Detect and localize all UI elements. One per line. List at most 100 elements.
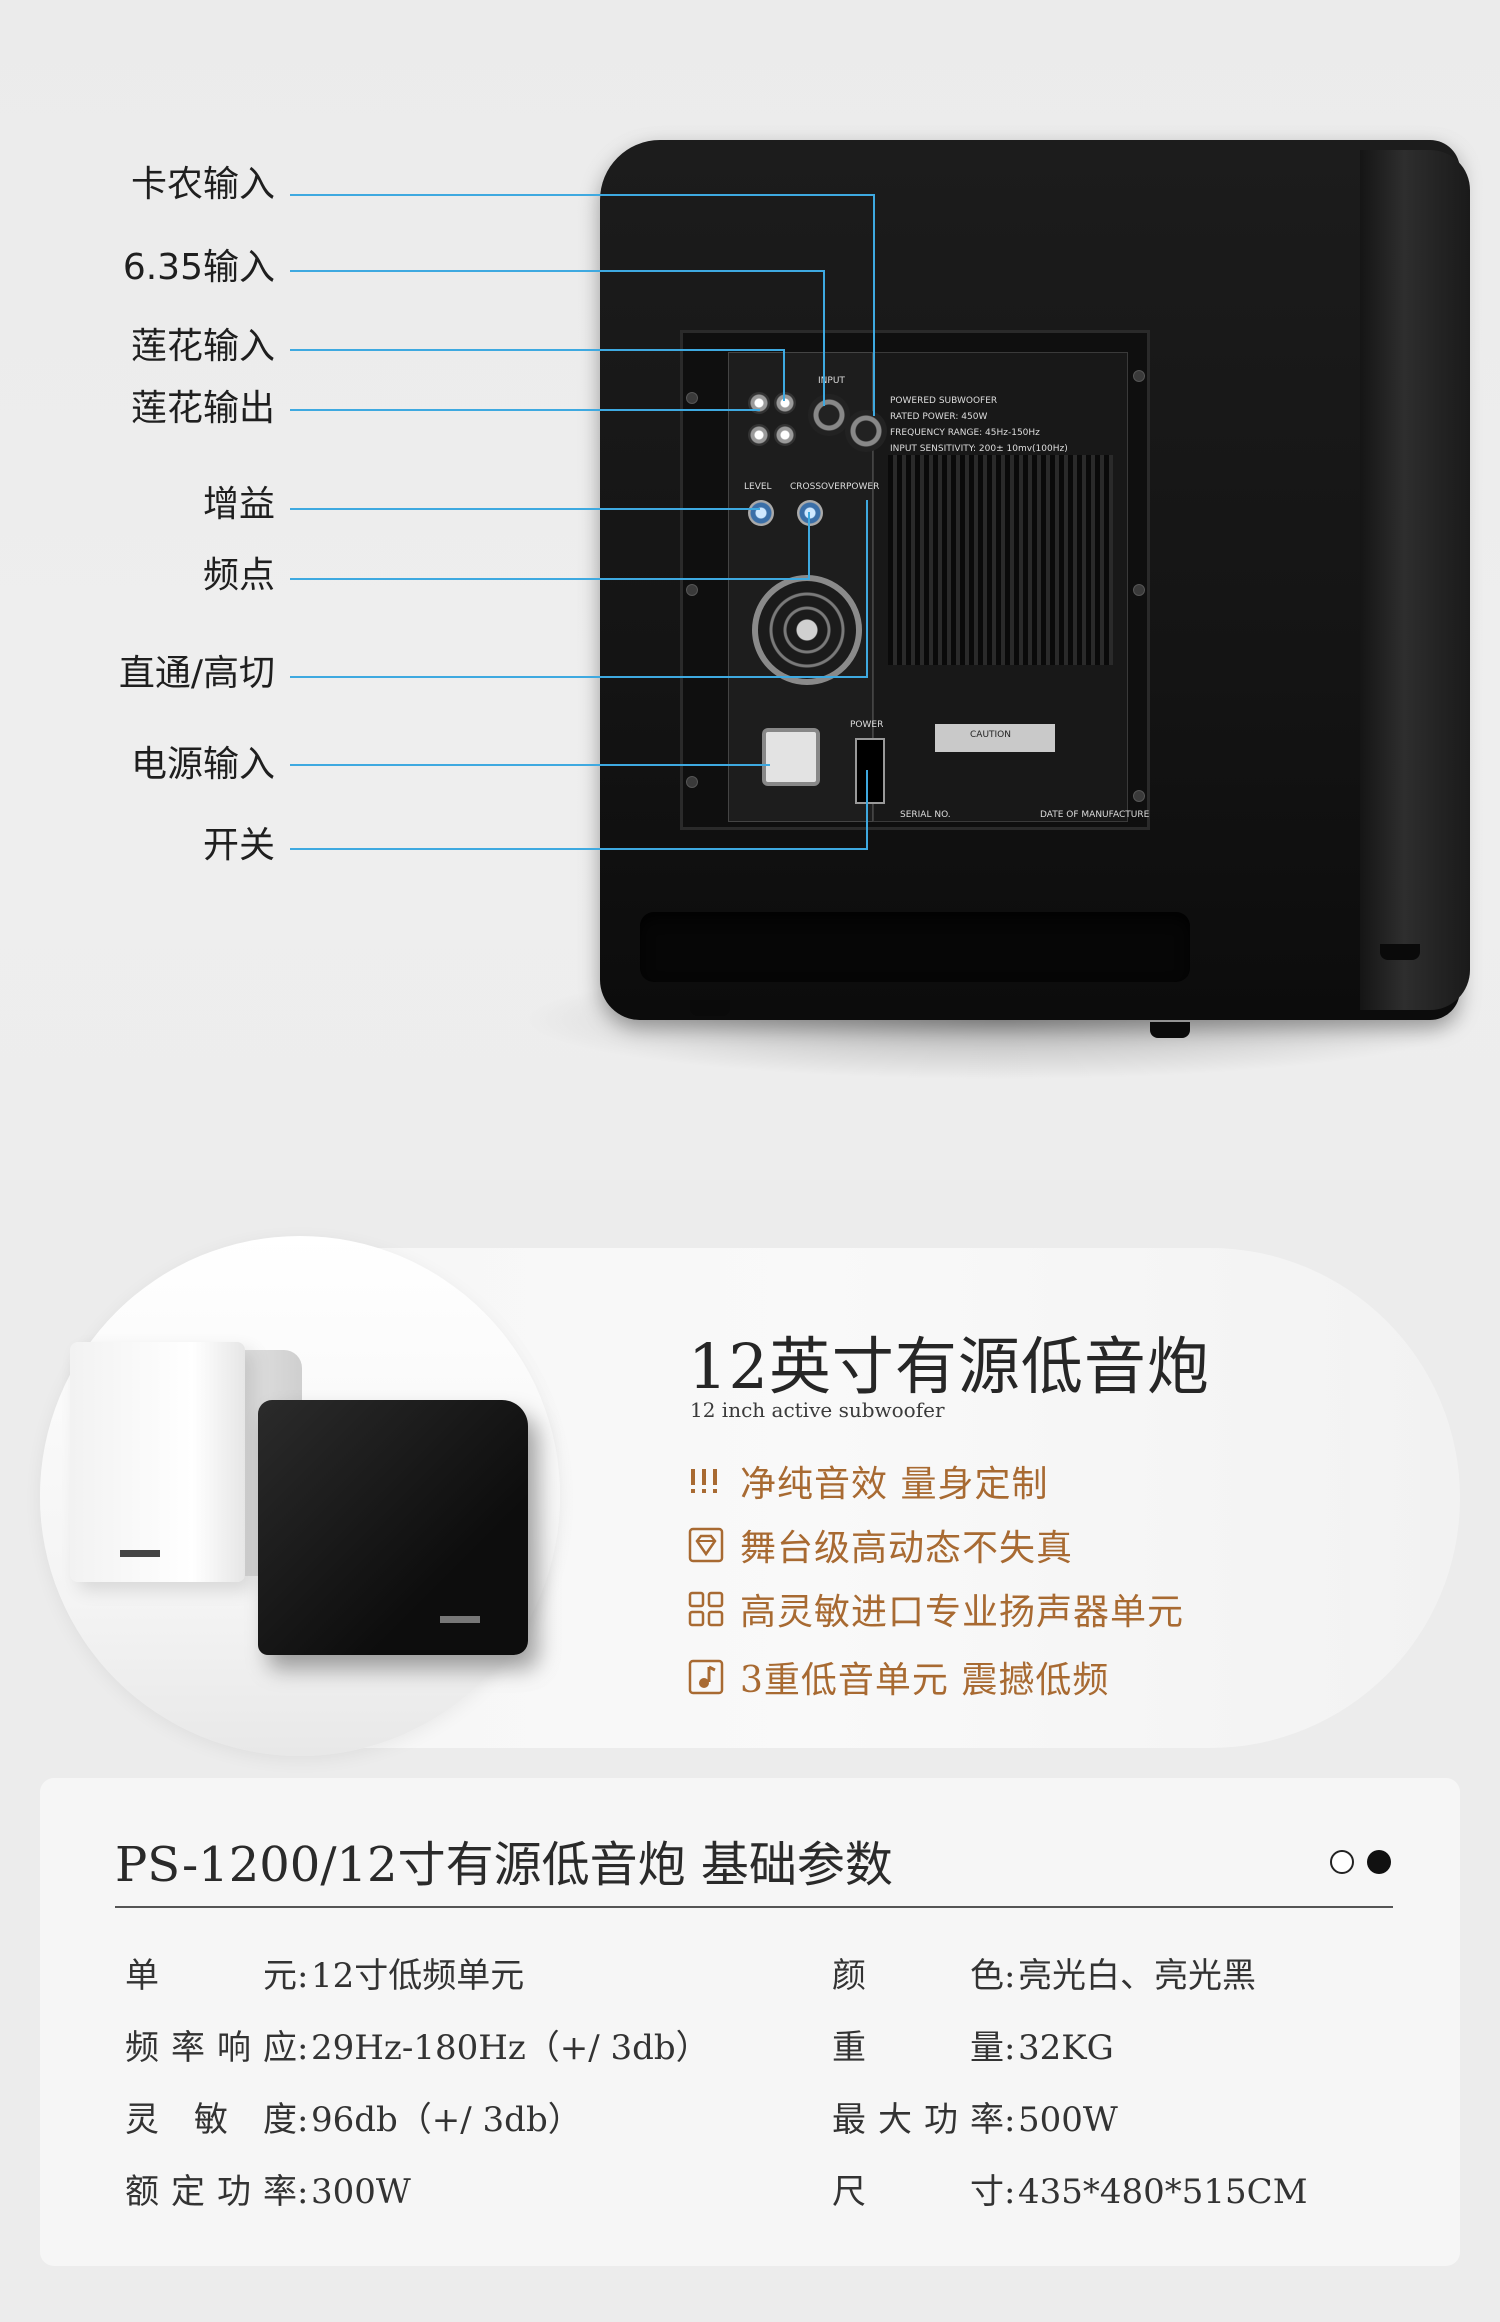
spec-label: 额定功率 xyxy=(125,2172,297,2212)
spec-row-sensitivity: 灵敏度:96db（+/ 3db） xyxy=(125,2092,582,2141)
power-inlet xyxy=(762,728,820,786)
jack-635-input xyxy=(808,394,850,436)
leader-line xyxy=(290,578,810,580)
spec-row-color: 颜色:亮光白、亮光黑 xyxy=(832,1948,1256,1997)
frequency-knob xyxy=(797,500,823,526)
power-mode-label: POWER xyxy=(846,482,880,492)
callout-frequency: 频点 xyxy=(202,555,275,596)
model-label: POWERED SUBWOOFER xyxy=(890,396,998,406)
spec-label: 灵敏度 xyxy=(125,2100,297,2140)
gain-knob xyxy=(748,500,774,526)
screw xyxy=(686,392,698,404)
heatsink-grille xyxy=(888,455,1113,665)
leader-line xyxy=(873,194,875,416)
leader-line xyxy=(290,270,825,272)
input-label: INPUT xyxy=(818,376,845,386)
callout-power-input: 电源输入 xyxy=(130,744,275,785)
screw xyxy=(686,776,698,788)
spec-value: 亮光白、亮光黑 xyxy=(1018,1956,1256,1996)
specs-card xyxy=(40,1778,1460,2266)
spec-row-weight: 重量:32KG xyxy=(832,2020,1114,2069)
input-sensitivity-label: INPUT SENSITIVITY: 200± 10mv(100Hz) xyxy=(890,444,1068,454)
callout-635-input: 6.35输入 xyxy=(122,247,275,288)
screw xyxy=(1133,790,1145,802)
cabinet-side xyxy=(1360,150,1470,1010)
feature-item: 净纯音效 量身定制 xyxy=(688,1458,1049,1505)
spec-row-max-power: 最大功率:500W xyxy=(832,2092,1118,2141)
spec-label: 单元 xyxy=(125,1956,297,1996)
spec-row-rated-power: 额定功率:300W xyxy=(125,2164,411,2213)
crossover-label: CROSSOVER xyxy=(790,482,847,492)
black-subwoofer xyxy=(258,1400,528,1655)
caution-text: CAUTION xyxy=(970,730,1011,740)
screw xyxy=(1133,370,1145,382)
rca-output-jack xyxy=(774,424,796,446)
leader-line xyxy=(866,770,868,848)
leader-line xyxy=(290,848,868,850)
screw xyxy=(686,584,698,596)
grid-icon xyxy=(688,1591,724,1627)
feature-item: 高灵敏进口专业扬声器单元 xyxy=(688,1586,1185,1633)
spec-value: 300W xyxy=(311,2172,411,2212)
product-subtitle: 12 inch active subwoofer xyxy=(690,1398,945,1422)
cabinet-foot xyxy=(1380,944,1420,960)
power-switch xyxy=(855,738,885,804)
product-title: 12英寸有源低音炮 xyxy=(688,1330,1210,1403)
spec-label: 频率响应 xyxy=(125,2028,297,2068)
spec-row-dimensions: 尺寸:435*480*515CM xyxy=(832,2164,1308,2213)
cabinet-foot xyxy=(1150,1022,1190,1038)
leader-line xyxy=(290,409,760,411)
rca-output-jack xyxy=(748,424,770,446)
xlr-input xyxy=(845,410,887,452)
frequency-range-label: FREQUENCY RANGE: 45Hz-150Hz xyxy=(890,428,1040,438)
callout-bypass-lowpass: 直通/高切 xyxy=(118,653,275,694)
leader-line xyxy=(823,270,825,406)
feature-text: 净纯音效 量身定制 xyxy=(740,1464,1049,1505)
leader-line xyxy=(808,512,810,578)
rated-power-label: RATED POWER: 450W xyxy=(890,412,988,422)
callout-rca-input: 莲花输入 xyxy=(130,326,275,367)
callout-gain: 增益 xyxy=(202,484,275,525)
feature-text: 高灵敏进口专业扬声器单元 xyxy=(740,1592,1185,1633)
callout-switch: 开关 xyxy=(202,825,275,866)
spec-row-unit: 单元:12寸低频单元 xyxy=(125,1948,524,1997)
caution-label xyxy=(935,724,1055,752)
diamond-icon xyxy=(688,1527,724,1563)
leader-line xyxy=(290,349,785,351)
carousel-dot-inactive[interactable] xyxy=(1330,1850,1354,1874)
carousel-dot-active[interactable] xyxy=(1367,1850,1391,1874)
leader-line xyxy=(290,676,868,678)
music-note-icon xyxy=(688,1659,724,1695)
date-label: DATE OF MANUFACTURE xyxy=(1040,810,1150,820)
spec-label: 最大功率 xyxy=(832,2100,1004,2140)
spec-value: 500W xyxy=(1018,2100,1118,2140)
bass-port xyxy=(640,912,1190,982)
serial-label: SERIAL NO. xyxy=(900,810,951,820)
spec-value: 12寸低频单元 xyxy=(311,1956,525,1996)
spec-row-frequency: 频率响应:29Hz-180Hz（+/ 3db） xyxy=(125,2020,710,2069)
bars-icon xyxy=(688,1463,724,1499)
spec-label: 颜色 xyxy=(832,1956,1004,1996)
power-label: POWER xyxy=(850,720,884,730)
rca-input-jack xyxy=(774,392,796,414)
leader-line xyxy=(866,500,868,676)
brand-badge xyxy=(440,1616,480,1623)
spec-value: 435*480*515CM xyxy=(1018,2172,1308,2212)
spec-value: 29Hz-180Hz（+/ 3db） xyxy=(311,2028,710,2068)
leader-line xyxy=(290,764,770,766)
cabinet-foot xyxy=(690,1000,730,1016)
feature-text: 舞台级高动态不失真 xyxy=(740,1528,1074,1569)
leader-line xyxy=(290,508,760,510)
callout-xlr-input: 卡农输入 xyxy=(130,164,275,205)
leader-line xyxy=(290,194,875,196)
screw xyxy=(1133,584,1145,596)
brand-badge xyxy=(120,1550,160,1557)
specs-divider xyxy=(115,1906,1393,1908)
feature-item: 3重低音单元 震撼低频 xyxy=(688,1654,1109,1701)
feature-item: 舞台级高动态不失真 xyxy=(688,1522,1074,1569)
cooling-fan xyxy=(752,575,862,685)
white-subwoofer xyxy=(70,1342,245,1582)
callout-rca-output: 莲花输出 xyxy=(130,388,275,429)
spec-label: 尺寸 xyxy=(832,2172,1004,2212)
specs-title: PS-1200/12寸有源低音炮 基础参数 xyxy=(115,1837,893,1893)
